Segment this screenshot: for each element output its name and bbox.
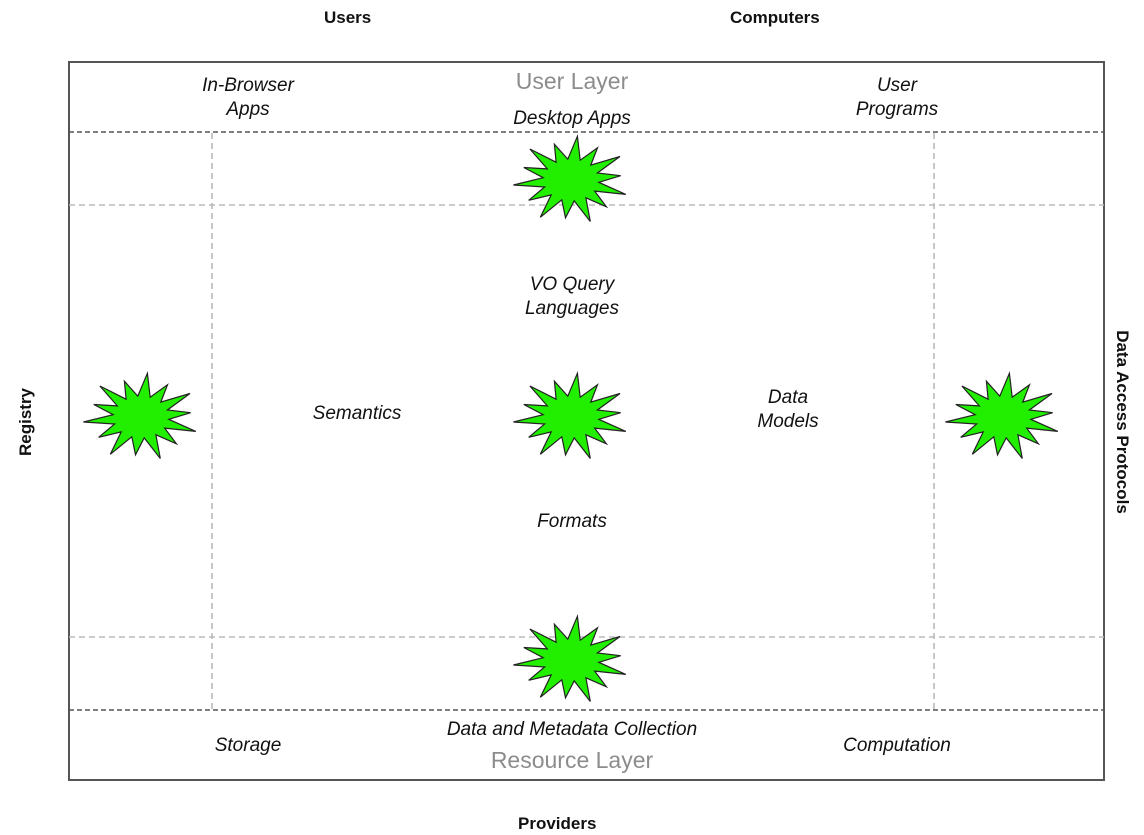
in-browser-apps-line1: In-Browser: [202, 75, 294, 96]
users-label: Users: [324, 8, 372, 27]
vo-query-languages-label: VO Query Languages: [472, 273, 672, 321]
user-programs-line2: Programs: [855, 99, 939, 120]
user-layer-title: User Layer: [515, 68, 629, 94]
user-programs-label: User Programs: [797, 74, 997, 122]
center-starburst-icon: [513, 370, 627, 459]
in-browser-apps-line2: Apps: [226, 99, 270, 120]
in-browser-apps-label: In-Browser Apps: [148, 74, 348, 122]
semantics-label: Semantics: [312, 403, 402, 424]
vo-query-line2: Languages: [524, 298, 620, 319]
providers-label: Providers: [518, 814, 597, 833]
left-starburst-icon: [83, 370, 197, 459]
formats-label: Formats: [537, 511, 607, 532]
right-starburst-icon: [945, 370, 1059, 459]
data-models-line2: Models: [757, 411, 819, 432]
data-models-line1: Data: [767, 387, 809, 408]
storage-label: Storage: [214, 735, 282, 756]
user-programs-line1: User: [876, 75, 918, 96]
bottom-starburst-icon: [513, 613, 627, 702]
top-starburst-icon: [513, 133, 627, 222]
data-models-label: Data Models: [688, 386, 888, 434]
computers-label: Computers: [730, 8, 820, 27]
architecture-frame: [68, 61, 1105, 781]
computation-label: Computation: [843, 735, 951, 756]
desktop-apps-label: Desktop Apps: [513, 108, 631, 129]
data-metadata-collection-label: Data and Metadata Collection: [446, 719, 698, 740]
vo-query-line1: VO Query: [529, 274, 615, 295]
resource-layer-title: Resource Layer: [490, 747, 654, 773]
